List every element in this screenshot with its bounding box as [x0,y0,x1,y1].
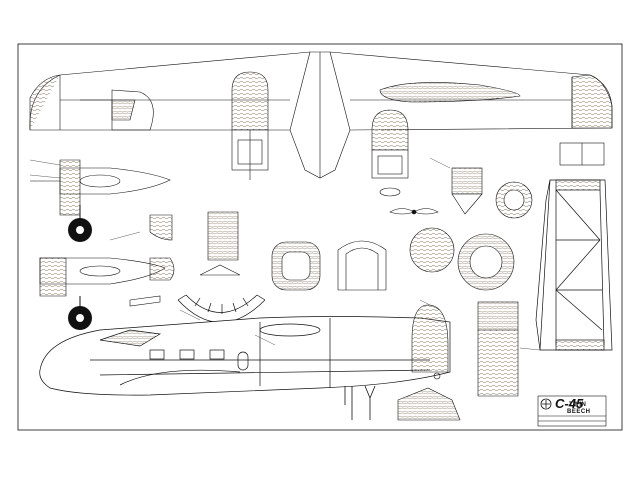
nacelle-top-right [371,109,409,197]
former-ring-small [495,181,533,219]
part-strip [129,295,161,307]
plan-subtitle-line2: BEECH [567,409,591,415]
part-block [451,167,483,215]
part-rectangle [559,142,605,166]
landing-gear-wheel-lower [68,296,92,330]
nacelle-top-left [231,71,269,180]
plan-title: C-45 [555,396,584,411]
title-block-logo [540,398,552,410]
nacelle-side-lower [39,257,166,297]
part-triangle [199,264,241,276]
part-gusset-3 [149,257,175,281]
wing-rib-section [379,82,521,103]
former-oval [409,227,455,273]
cowl-ring-1 [271,241,321,291]
part-gusset-1 [149,214,173,241]
strut-parts [344,385,376,420]
cowl-detail [80,89,154,131]
plan-subtitle-line1: TWIN [569,402,587,408]
former-arch [337,240,387,291]
stabilizer-plan-view [535,179,613,351]
fuselage-side-view [39,316,451,396]
propeller-view [389,208,439,215]
tail-block [477,301,519,397]
former-ring-large [457,233,515,291]
part-wedge [397,387,461,421]
leader-lines [29,157,541,351]
vertical-fin-side [411,304,449,380]
title-block-frame [537,395,607,427]
part-gusset-2 [207,211,239,261]
sheet-border [17,43,623,431]
nacelle-side-upper [30,159,171,216]
landing-gear-wheel-upper [68,205,92,242]
